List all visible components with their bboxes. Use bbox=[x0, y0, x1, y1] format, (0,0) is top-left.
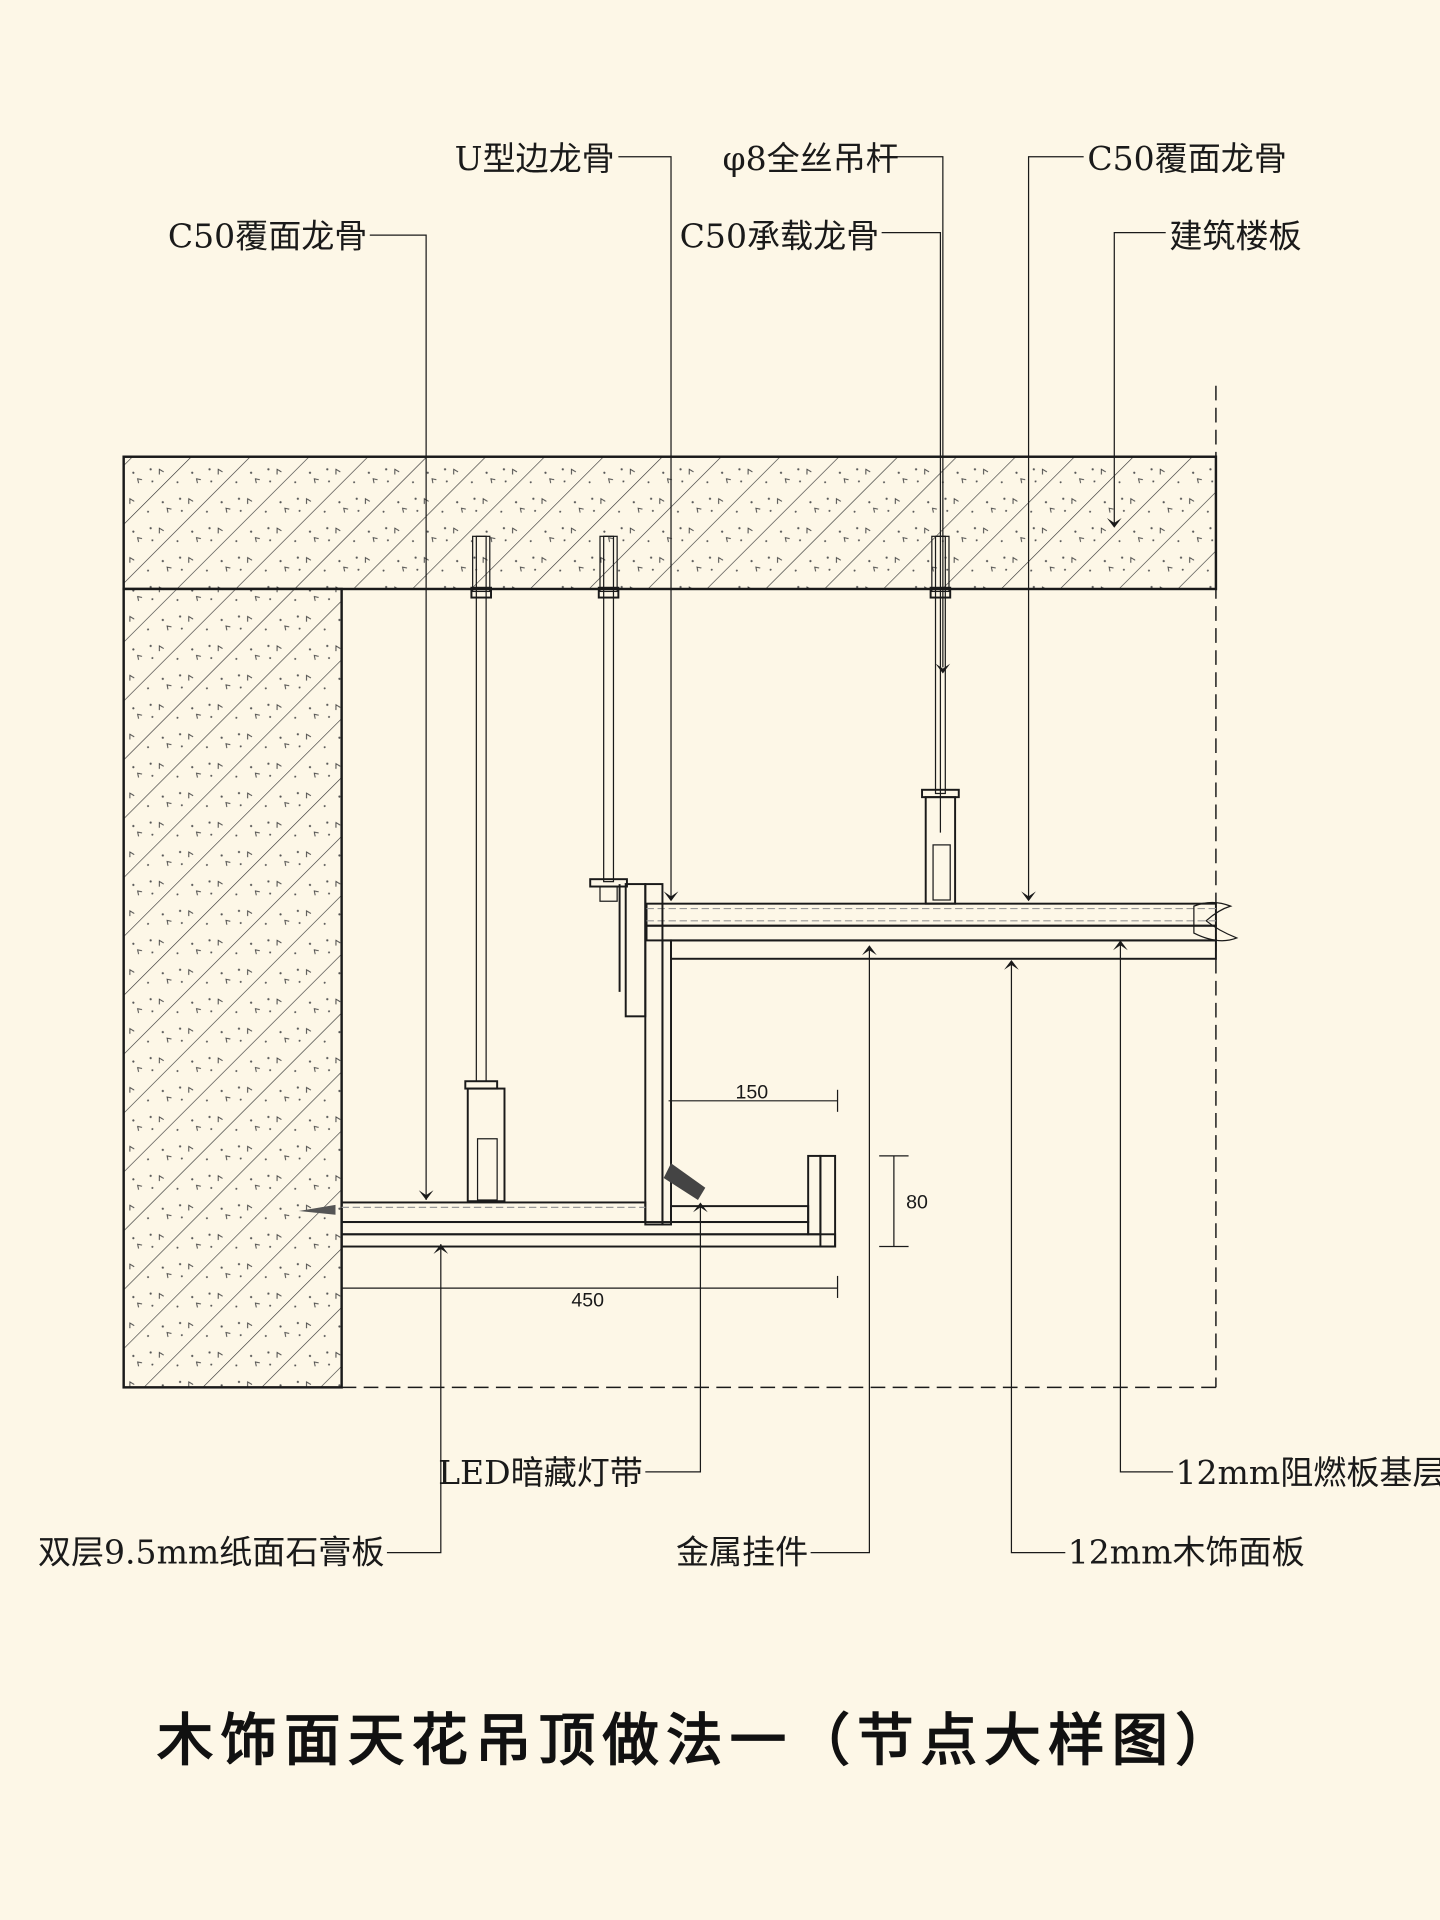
wall bbox=[122, 587, 343, 1389]
label-fire-board: 12mm阻燃板基层 bbox=[1176, 1453, 1440, 1492]
wall-anchor bbox=[298, 1204, 336, 1215]
vertical-drop bbox=[618, 883, 673, 1226]
lower-ceiling bbox=[298, 1154, 837, 1248]
label-led-strip: LED暗藏灯带 bbox=[438, 1453, 643, 1492]
label-c50-cover-keel-left: C50覆面龙骨 bbox=[168, 216, 368, 255]
floor-slab bbox=[122, 455, 1218, 591]
label-c50-cover-keel-right: C50覆面龙骨 bbox=[1087, 139, 1287, 178]
dimension-150: 150 bbox=[736, 1081, 769, 1103]
label-c50-bearing-keel: C50承载龙骨 bbox=[680, 216, 880, 255]
led-strip-fixture bbox=[663, 1163, 706, 1200]
label-metal-hanger: 金属挂件 bbox=[676, 1533, 808, 1572]
hanger-rods bbox=[464, 535, 960, 1203]
upper-ceiling bbox=[645, 901, 1239, 960]
label-wood-veneer: 12mm木饰面板 bbox=[1068, 1533, 1305, 1572]
dimension-80: 80 bbox=[906, 1192, 928, 1214]
arrowheads bbox=[418, 517, 1128, 1254]
label-threaded-rod: φ8全丝吊杆 bbox=[722, 139, 898, 178]
drawing-title: 木饰面天花吊顶做法一（节点大样图） bbox=[157, 1709, 1239, 1774]
label-floor-slab: 建筑楼板 bbox=[1169, 216, 1301, 255]
dimension-450: 450 bbox=[571, 1290, 604, 1312]
label-double-gypsum: 双层9.5mm纸面石膏板 bbox=[38, 1533, 385, 1572]
leader-lines bbox=[369, 156, 1174, 1554]
dimension-lines bbox=[341, 1089, 909, 1298]
label-u-edge-keel: U型边龙骨 bbox=[455, 139, 615, 178]
